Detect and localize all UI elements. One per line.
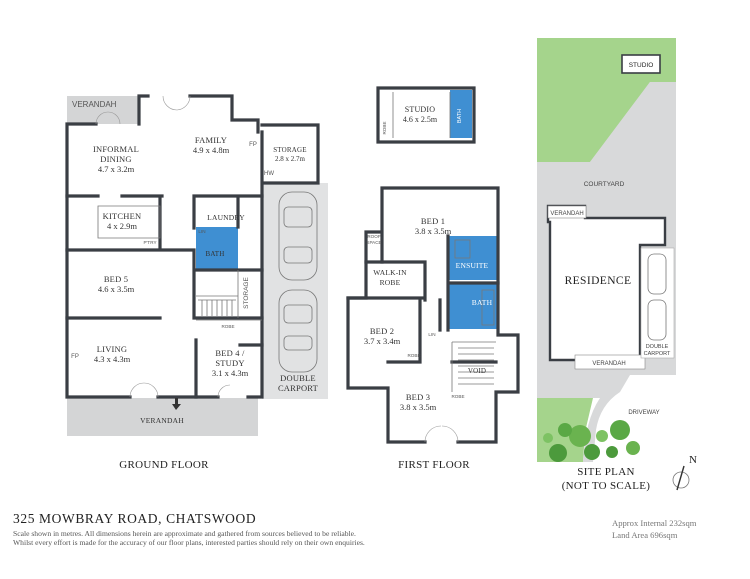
storage-vertical-label: STORAGE: [243, 277, 250, 309]
entry-arrow-icon: [172, 398, 181, 410]
studio-label: STUDIO: [405, 105, 436, 114]
robe-ground-label: ROBE: [221, 324, 234, 329]
disclaimer-line-2: Whilst every effort is made for the accu…: [13, 538, 365, 548]
verandah-bottom-area: [67, 398, 258, 436]
site-carport-label-2: CARPORT: [644, 351, 671, 357]
driveway-label: DRIVEWAY: [628, 410, 659, 416]
studio-bath-area: [450, 90, 472, 138]
bed1-label: BED 1: [421, 216, 445, 226]
site-studio: [621, 54, 661, 74]
site-verandah-top-label: VERANDAH: [550, 211, 583, 217]
site-plan: STUDIO COURTYARD VERANDAH RESIDENCE VERA…: [537, 38, 697, 492]
roof-space-label-1: ROOF: [367, 234, 380, 239]
north-arrow-icon: N: [672, 454, 697, 491]
bed2-label: BED 2: [370, 326, 394, 336]
internal-area: Approx Internal 232sqm: [612, 518, 697, 528]
lin-first-label: LIN: [428, 332, 435, 337]
ensuite-label: ENSUITE: [456, 261, 489, 270]
living-label: LIVING: [97, 344, 127, 354]
land-area: Land Area 696sqm: [612, 530, 678, 540]
robe-bed3-label: ROBE: [451, 394, 464, 399]
verandah-bottom-label: VERANDAH: [140, 416, 184, 425]
site-carport-label-1: DOUBLE: [646, 344, 669, 350]
trees: [543, 420, 640, 462]
site-verandah-bottom-label: VERANDAH: [592, 361, 625, 367]
site-studio-label: STUDIO: [629, 62, 654, 69]
kitchen-label: KITCHEN: [103, 211, 142, 221]
informal-dining-dims: 4.7 x 3.2m: [98, 164, 135, 174]
laundry-label: LAUNDRY: [207, 213, 245, 222]
roof-space-label-2: SPACE: [366, 240, 381, 245]
svg-text:N: N: [689, 454, 697, 466]
site-plan-caption-1: SITE PLAN: [577, 466, 634, 478]
void-label: VOID: [468, 367, 486, 375]
area-summary: Approx Internal 232sqm Land Area 696sqm: [612, 517, 697, 541]
residence-label: RESIDENCE: [565, 275, 632, 287]
disclaimer: Scale shown in metres. All dimensions he…: [13, 529, 433, 548]
informal-dining-label-2: DINING: [100, 154, 131, 164]
bed2-dims: 3.7 x 3.4m: [364, 336, 401, 346]
first-floor-caption: FIRST FLOOR: [398, 459, 470, 471]
walk-in-robe-label-1: WALK-IN: [373, 268, 407, 277]
carport-area: [262, 183, 328, 399]
family-dims: 4.9 x 4.8m: [193, 145, 230, 155]
kitchen-dims: 4 x 2.9m: [107, 221, 137, 231]
storage-label: STORAGE: [273, 146, 307, 154]
studio-bath-label: BATH: [457, 109, 463, 123]
bath1-label: BATH: [472, 298, 493, 307]
studio-robe-label: ROBE: [382, 121, 387, 134]
ground-bath-label: BATH: [205, 250, 224, 258]
bed5-label: BED 5: [104, 274, 128, 284]
ground-floor-caption: GROUND FLOOR: [119, 459, 209, 471]
car-top: [278, 191, 318, 281]
bed4-label-1: BED 4 /: [215, 348, 245, 358]
carport-label-2: CARPORT: [278, 383, 319, 393]
pantry-label: P'TRY: [143, 240, 156, 245]
informal-dining-label-1: INFORMAL: [93, 144, 139, 154]
car-bottom: [278, 289, 318, 373]
ground-floor-plan: VERANDAH INFORMAL DINING 4.7 x 3.2m FAMI…: [65, 94, 328, 471]
hw-label: HW: [264, 171, 274, 177]
fp-living-label: FP: [71, 354, 79, 360]
property-address: 325 MOWBRAY ROAD, CHATSWOOD: [13, 511, 257, 526]
bed3-label: BED 3: [406, 392, 430, 402]
ground-bath-area: [196, 227, 238, 269]
bed4-label-2: STUDY: [215, 358, 244, 368]
bed4-dims: 3.1 x 4.3m: [212, 368, 249, 378]
site-plan-caption-2: (NOT TO SCALE): [562, 480, 651, 492]
robe-bed2-label: ROBE: [407, 353, 420, 358]
living-dims: 4.3 x 4.3m: [94, 354, 131, 364]
verandah-top-area: [67, 96, 139, 124]
first-floor-plan: STUDIO 4.6 x 2.5m BATH ROBE BED 1 3.8 x …: [346, 86, 520, 471]
disclaimer-line-1: Scale shown in metres. All dimensions he…: [13, 529, 356, 538]
walk-in-robe-label-2: ROBE: [380, 278, 401, 287]
ground-stairs: [198, 299, 236, 316]
verandah-top-label: VERANDAH: [72, 100, 117, 109]
lin-ground-label: LIN: [198, 229, 205, 234]
bath1-area: [448, 283, 498, 329]
studio-dims: 4.6 x 2.5m: [403, 115, 438, 124]
carport-label-1: DOUBLE: [280, 373, 316, 383]
bed3-dims: 3.8 x 3.5m: [400, 402, 437, 412]
fp-family-label: FP: [249, 142, 257, 148]
family-label: FAMILY: [195, 135, 227, 145]
courtyard-label: COURTYARD: [584, 181, 625, 188]
bed1-dims: 3.8 x 3.5m: [415, 226, 452, 236]
bed5-dims: 4.6 x 3.5m: [98, 284, 135, 294]
storage-dims: 2.8 x 2.7m: [275, 155, 306, 163]
